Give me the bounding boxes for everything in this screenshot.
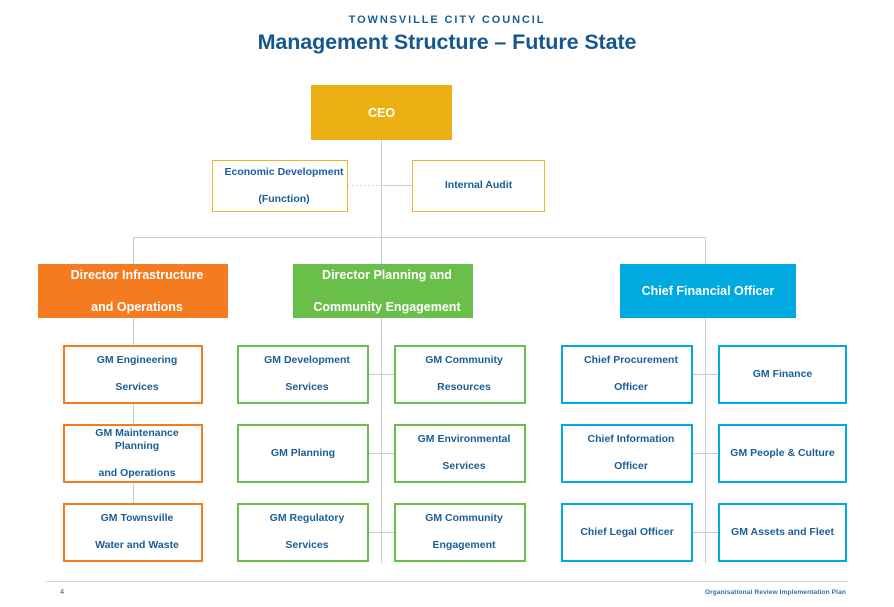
node-ceo[interactable]: CEO	[311, 85, 452, 140]
node-ceo-label: CEO	[367, 105, 396, 120]
gm-engineering-services-line2: Services	[115, 381, 159, 394]
page-title: Management Structure – Future State	[257, 30, 637, 54]
gm-people-and-culture-label: GM People & Culture	[730, 446, 835, 459]
council-eyebrow: TOWNSVILLE CITY COUNCIL	[348, 14, 546, 26]
node-chief-financial-officer[interactable]: Chief Financial Officer	[620, 264, 796, 318]
gm-development-services-line2: Services	[285, 381, 329, 394]
chief-legal-officer-label: Chief Legal Officer	[580, 525, 674, 538]
node-gm-community-resources[interactable]: GM Community Resources	[394, 345, 526, 404]
node-gm-townsville-water-and-waste[interactable]: GM Townsville Water and Waste	[63, 503, 203, 562]
footer-page-number: 4	[60, 589, 64, 596]
node-gm-maintenance-planning-and-operations[interactable]: GM Maintenance Planning and Operations	[63, 424, 203, 483]
gm-finance-label: GM Finance	[752, 367, 813, 380]
node-economic-development-line1: Economic Development	[224, 165, 344, 178]
gm-planning-label: GM Planning	[270, 446, 336, 459]
director-green-line1: Director Planning and	[322, 268, 452, 282]
node-gm-regulatory-services[interactable]: GM Regulatory Services	[237, 503, 369, 562]
gm-development-services-line1: GM Development	[264, 354, 350, 367]
gm-engineering-services-line1: GM Engineering	[96, 354, 178, 367]
node-gm-planning[interactable]: GM Planning	[237, 424, 369, 483]
node-gm-assets-and-fleet[interactable]: GM Assets and Fleet	[718, 503, 847, 562]
chief-procurement-officer-line1: Chief Procurement	[584, 354, 678, 367]
gm-regulatory-services-line1: GM Regulatory	[269, 512, 345, 525]
gm-water-waste-line2: Water and Waste	[95, 539, 179, 552]
node-internal-audit[interactable]: Internal Audit	[412, 160, 545, 212]
gm-water-waste-line1: GM Townsville	[100, 512, 174, 525]
node-director-planning-and-community-engagement[interactable]: Director Planning and Community Engageme…	[293, 264, 473, 318]
chief-procurement-officer-line2: Officer	[614, 381, 648, 394]
node-economic-development-line2: (Function)	[258, 192, 310, 205]
director-orange-line2: and Operations	[91, 300, 183, 314]
node-chief-information-officer[interactable]: Chief Information Officer	[561, 424, 693, 483]
node-gm-engineering-services[interactable]: GM Engineering Services	[63, 345, 203, 404]
node-internal-audit-label: Internal Audit	[444, 179, 513, 192]
director-blue-label: Chief Financial Officer	[641, 284, 775, 298]
node-gm-community-engagement[interactable]: GM Community Engagement	[394, 503, 526, 562]
gm-maintenance-line1: GM Maintenance Planning	[95, 426, 179, 453]
gm-community-resources-line1: GM Community	[425, 354, 503, 367]
chief-information-officer-line1: Chief Information	[587, 433, 675, 446]
gm-environmental-services-line1: GM Environmental	[417, 433, 511, 446]
gm-regulatory-services-line2: Services	[285, 539, 329, 552]
gm-community-engagement-line2: Engagement	[432, 539, 496, 552]
footer-divider	[46, 581, 848, 582]
node-chief-legal-officer[interactable]: Chief Legal Officer	[561, 503, 693, 562]
node-gm-people-and-culture[interactable]: GM People & Culture	[718, 424, 847, 483]
node-director-infrastructure-and-operations[interactable]: Director Infrastructure and Operations	[38, 264, 228, 318]
chief-information-officer-line2: Officer	[614, 460, 648, 473]
node-economic-development[interactable]: Economic Development (Function)	[212, 160, 348, 212]
node-chief-procurement-officer[interactable]: Chief Procurement Officer	[561, 345, 693, 404]
footer-document-title: Organisational Review Implementation Pla…	[704, 589, 846, 596]
node-gm-development-services[interactable]: GM Development Services	[237, 345, 369, 404]
gm-assets-and-fleet-label: GM Assets and Fleet	[731, 525, 834, 538]
director-orange-line1: Director Infrastructure	[70, 268, 204, 282]
gm-community-engagement-line1: GM Community	[425, 512, 503, 525]
node-gm-finance[interactable]: GM Finance	[718, 345, 847, 404]
gm-community-resources-line2: Resources	[437, 381, 491, 394]
gm-environmental-services-line2: Services	[442, 460, 486, 473]
director-green-line2: Community Engagement	[313, 300, 461, 314]
node-gm-environmental-services[interactable]: GM Environmental Services	[394, 424, 526, 483]
gm-maintenance-line2: and Operations	[98, 466, 176, 479]
